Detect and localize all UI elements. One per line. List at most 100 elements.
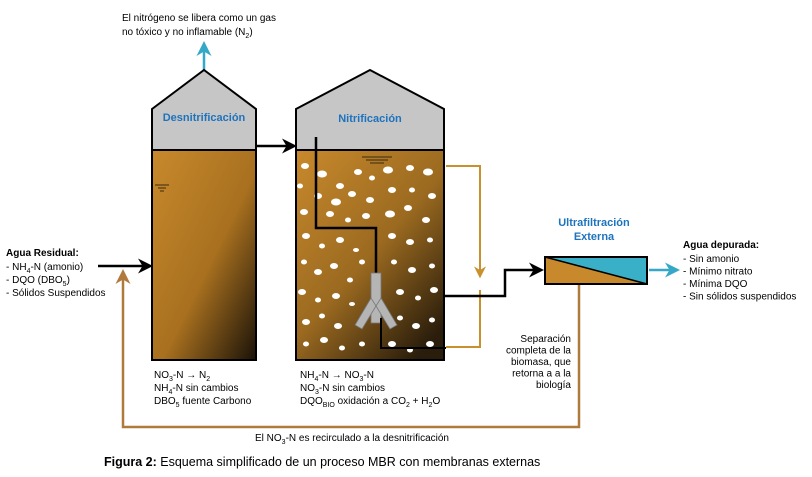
bubble [334, 323, 342, 329]
bubble [354, 169, 362, 175]
recirculation-line [115, 269, 581, 429]
bubble [409, 187, 415, 193]
water-level-mark [155, 184, 169, 192]
bubble [303, 341, 309, 347]
denitrification-reaction: DBO5 fuente Carbono [154, 396, 252, 409]
air-diffuser [354, 272, 398, 330]
bubble [347, 277, 353, 283]
separation-note-line: completa de la [506, 346, 571, 357]
bubble [332, 293, 340, 299]
effluent-item: - Sin sólidos suspendidos [683, 292, 796, 303]
bubble [331, 198, 341, 206]
bubble [315, 297, 321, 303]
bubble [349, 302, 355, 306]
bubble [330, 263, 338, 269]
bubble [300, 209, 308, 215]
bubble [319, 313, 325, 319]
bubble [336, 237, 344, 243]
ultrafiltration-title-line1: Ultrafiltración [558, 217, 630, 229]
nitrification-roof [295, 68, 445, 151]
bubble [298, 289, 306, 295]
effluent-item: - Mínima DQO [683, 279, 748, 290]
nit-to-membrane-arrow [444, 262, 544, 298]
bubble [408, 267, 416, 273]
bubble [345, 217, 351, 223]
top-note-line1: El nitrógeno se libera como un gas [122, 13, 276, 24]
influent-title: Agua Residual: [6, 248, 79, 259]
bubble [428, 193, 436, 199]
bubble [423, 168, 433, 176]
bubble [297, 183, 303, 189]
denitrification-title: Desnitrificación [163, 112, 246, 124]
nitrification-sludge [295, 149, 445, 361]
air-bubbles [297, 163, 438, 353]
bubble [301, 259, 307, 265]
bubble [320, 337, 328, 343]
influent-item: - NH4-N (amonio) [6, 262, 83, 275]
denitrification-tank: Desnitrificación [151, 68, 257, 361]
bubble [422, 217, 430, 223]
bubble [317, 170, 327, 178]
bubble [359, 341, 365, 347]
bubble [406, 239, 414, 245]
bubble [429, 317, 435, 323]
effluent-items: - Sin amonio - Mínimo nitrato- Mínima DQO… [683, 254, 796, 303]
bubble [388, 341, 396, 347]
membrane-return-pipe [380, 318, 446, 349]
effluent-item: - Sin amonio [683, 254, 740, 265]
influent-items: - NH4-N (amonio)- DQO (DBO5)- Sólidos Su… [6, 262, 106, 299]
denitrification-sludge [151, 149, 257, 361]
bubble [404, 205, 412, 211]
separation-note-line: Separación [520, 334, 571, 345]
bubble [429, 263, 435, 269]
effluent-item: - Mínimo nitrato [683, 267, 753, 278]
bubble [353, 248, 359, 252]
ultrafiltration-title-line2: Externa [574, 231, 615, 243]
bubble [397, 315, 403, 321]
ultrafiltration-module [544, 256, 648, 285]
effluent-title: Agua depurada: [683, 240, 759, 251]
bubble [302, 233, 310, 239]
bubble [314, 269, 322, 275]
separation-note-line: biomasa, que [511, 357, 571, 368]
bubble [362, 213, 370, 219]
bubble [336, 183, 344, 189]
bubble [391, 259, 397, 265]
influent-item: - DQO (DBO5) [6, 275, 70, 288]
caption-label: Figura 2: [104, 455, 157, 469]
bubble [339, 345, 345, 351]
nitrification-reaction-3: DQOBIO oxidación a CO2 + H2O [300, 396, 440, 409]
bubble [426, 341, 434, 347]
denitrification-reaction: NO3-N → N2 [154, 370, 210, 383]
bubble [326, 211, 334, 217]
denitrification-roof [151, 68, 257, 151]
caption-text: Esquema simplificado de un proceso MBR c… [157, 455, 541, 469]
bubble [415, 295, 421, 301]
bubble [369, 175, 375, 181]
separation-note-line: retorna a a la [512, 369, 571, 380]
recirculation-label: El NO3-N es recirculado a la desnitrific… [255, 433, 449, 446]
water-level-mark [362, 156, 392, 164]
aeration-pipe [314, 137, 378, 273]
bubble [388, 233, 396, 239]
nitrification-reaction-2: NO3-N sin cambios [300, 383, 385, 396]
bubble [396, 289, 404, 295]
bubble [366, 197, 374, 203]
bubble [319, 243, 325, 249]
bubble [302, 319, 310, 325]
separation-note-line: biología [536, 380, 571, 391]
nitrification-tank: Nitrificación [295, 68, 446, 361]
retentate-loop-lower [446, 290, 481, 348]
influent-item: - Sólidos Suspendidos [6, 288, 106, 299]
bubble [430, 287, 438, 293]
bubble [406, 165, 414, 171]
bubble [383, 166, 393, 174]
bubble [427, 237, 433, 243]
bubble [388, 187, 396, 193]
bubble [301, 163, 309, 169]
figure-caption: Figura 2: Esquema simplificado de un pro… [104, 455, 540, 469]
nitrification-reaction-1: NH4-N → NO3-N [300, 370, 374, 383]
